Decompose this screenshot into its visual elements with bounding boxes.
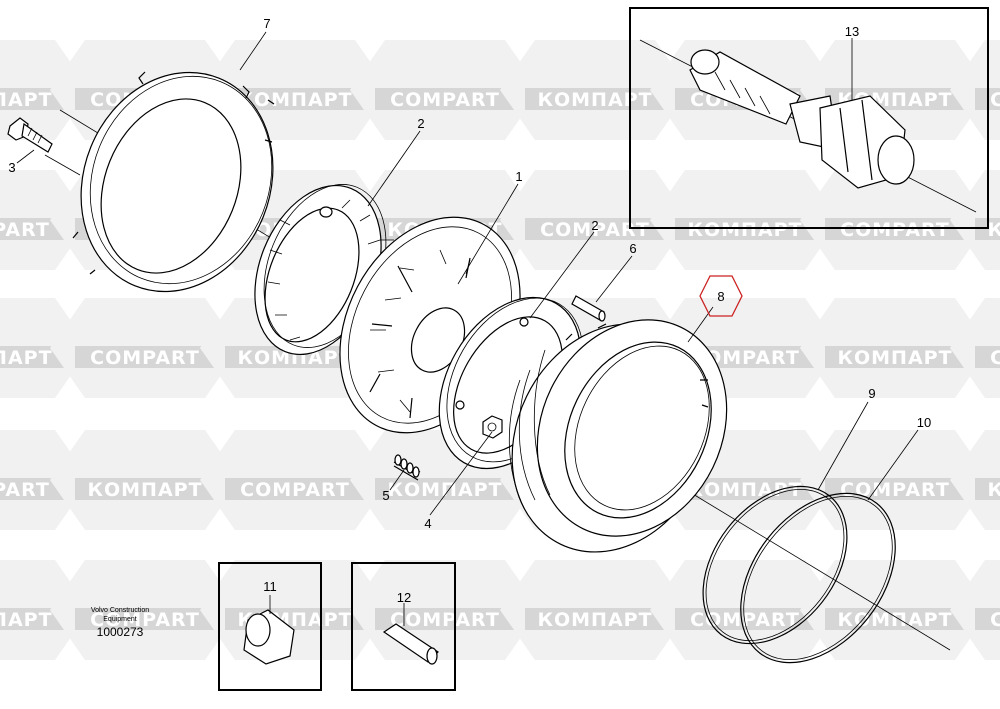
callout-2-plate: 2 [591,218,598,233]
watermark-text: COMPART [540,219,650,241]
watermark-band [0,88,65,110]
watermark-band [825,346,965,368]
watermark-band [0,608,65,630]
watermark-text: КОМПАРТ [537,89,652,111]
watermark-text: КОМПАРТ [237,89,352,111]
watermark-text: КОМПАРТ [987,219,1000,241]
watermark-text: КОМПАРТ [687,219,802,241]
caption-line-2: Equipment [103,616,137,623]
watermark-band [225,346,365,368]
watermark-band [525,608,665,630]
callout-11: 11 [263,579,277,594]
callout-9: 9 [868,386,875,401]
watermark-text: КОМПАРТ [987,479,1000,501]
watermark-text: COMPART [0,219,50,241]
part-6-pin [571,295,606,322]
watermark-text: COMPART [840,479,950,501]
watermark-text: КОМПАРТ [87,479,202,501]
watermark-band [0,218,65,240]
watermark-text: COMPART [990,609,1000,631]
leader-lines [16,31,919,516]
watermark-text: КОМПАРТ [387,479,502,501]
watermark-text: КОМПАРТ [237,347,352,369]
part-10-o-ring [740,492,896,664]
watermark-text: COMPART [690,609,800,631]
callout-1: 1 [515,169,522,184]
watermark-text: КОМПАРТ [0,609,53,631]
watermark-text: COMPART [90,347,200,369]
watermark-band [0,478,65,500]
caption-number: 1000273 [97,625,144,639]
part-5-spring [393,454,421,481]
callout-8: 8 [717,289,724,304]
watermark-band [75,608,215,630]
watermark-band [975,346,1000,368]
watermark-text: COMPART [390,89,500,111]
watermark-text: КОМПАРТ [837,347,952,369]
callout-4: 4 [424,516,431,531]
watermark-band [75,346,215,368]
part-4-nut [482,415,503,439]
watermark-text: COMPART [690,347,800,369]
callout-13: 13 [845,24,859,39]
watermark-text: COMPART [0,479,50,501]
callout-2-retainer: 2 [417,116,424,131]
watermark-band [225,88,365,110]
watermark-band [75,478,215,500]
inset-12-pin [351,562,456,691]
callout-5: 5 [382,488,389,503]
watermark-band [375,608,515,630]
watermark-band [375,88,515,110]
watermark-text: КОМПАРТ [0,347,53,369]
callout-3: 3 [8,160,15,175]
watermark-text: COMPART [990,347,1000,369]
callout-6: 6 [629,241,636,256]
watermark-band [975,608,1000,630]
watermark-text: КОМПАРТ [837,609,952,631]
watermark-text: COMPART [840,219,950,241]
part-7-disc [72,71,275,293]
watermark-text: КОМПАРТ [537,609,652,631]
callout-10: 10 [917,415,931,430]
callout-12: 12 [397,590,411,605]
watermark-band [0,346,65,368]
part-8-piston [508,319,728,553]
inset-11-plug [218,562,322,691]
watermark-band [825,608,965,630]
watermark-text: COMPART [90,609,200,631]
watermark-band [975,478,1000,500]
watermark-band [675,478,815,500]
bolt-axis-line [44,154,81,176]
watermark-text: COMPART [390,609,500,631]
watermark-band [225,478,365,500]
watermark-text: КОМПАРТ [0,89,53,111]
callout-7: 7 [263,16,270,31]
inset-13-valve [629,7,989,229]
highlight-hexagon [699,275,743,317]
watermark-band [675,608,815,630]
watermark-text: COMPART [240,479,350,501]
part-3-bolt [7,117,53,153]
watermark-band [375,478,515,500]
caption-line-1: Volvo Construction [91,607,149,614]
watermark-text: COMPART [990,89,1000,111]
